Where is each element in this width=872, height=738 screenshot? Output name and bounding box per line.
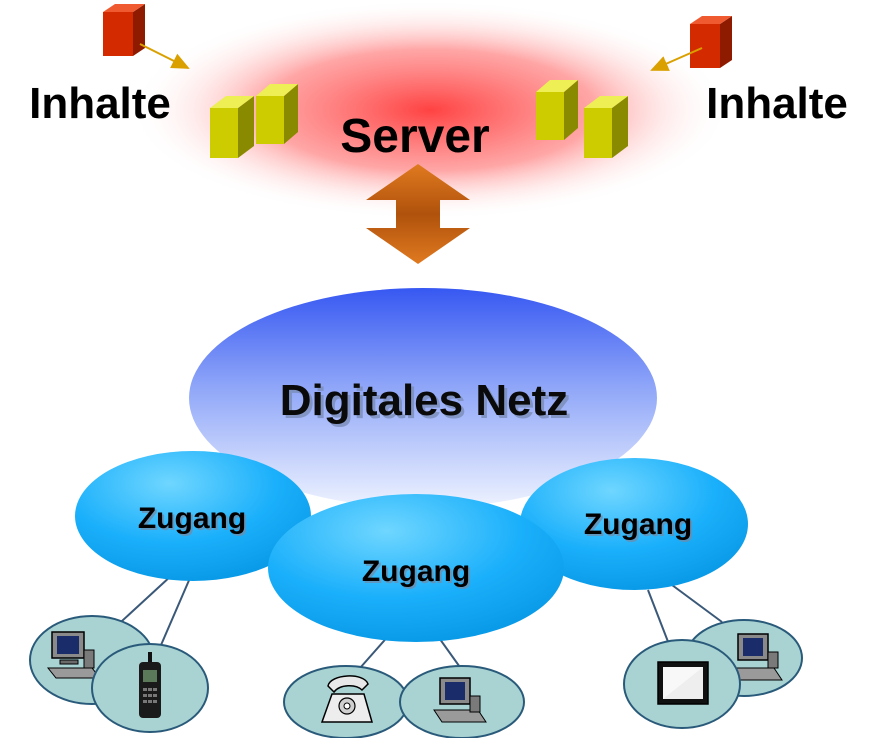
- content-label-left: Inhalte: [29, 79, 171, 128]
- computer-icon: [729, 633, 783, 681]
- mobile-phone-icon: [139, 652, 161, 718]
- access-label-left-shadow: Zugang: [140, 504, 248, 537]
- bidirectional-arrow-icon: [366, 164, 470, 264]
- access-label-left: Zugang: [138, 502, 246, 535]
- server-box-2: [256, 84, 298, 144]
- content-arrow-right: [650, 47, 703, 71]
- access-ellipse-center: [268, 494, 564, 642]
- access-label-right: Zugang: [584, 508, 692, 541]
- computer-icon: [46, 631, 102, 679]
- content-arrow-left: [139, 43, 190, 69]
- server-box-3: [536, 80, 578, 140]
- content-box-right: [690, 16, 732, 68]
- access-label-center: Zugang: [362, 555, 470, 588]
- television-icon: [657, 661, 709, 705]
- server-glow: [130, 0, 730, 220]
- server-box-1: [210, 96, 254, 158]
- network-label: Digitales Netz: [280, 376, 569, 425]
- server-label: Server: [340, 110, 489, 163]
- telephone-icon: [320, 675, 373, 723]
- access-ellipse-right: [520, 458, 748, 590]
- access-label-center-shadow: Zugang: [364, 557, 472, 590]
- network-label-shadow: Digitales Netz: [283, 379, 572, 428]
- network-ellipse: [189, 288, 657, 508]
- server-box-4: [584, 96, 628, 158]
- access-label-right-shadow: Zugang: [586, 510, 694, 543]
- content-label-right: Inhalte: [706, 79, 848, 128]
- access-ellipse-left: [75, 451, 311, 581]
- computer-icon: [433, 677, 487, 723]
- content-box-left: [103, 4, 145, 56]
